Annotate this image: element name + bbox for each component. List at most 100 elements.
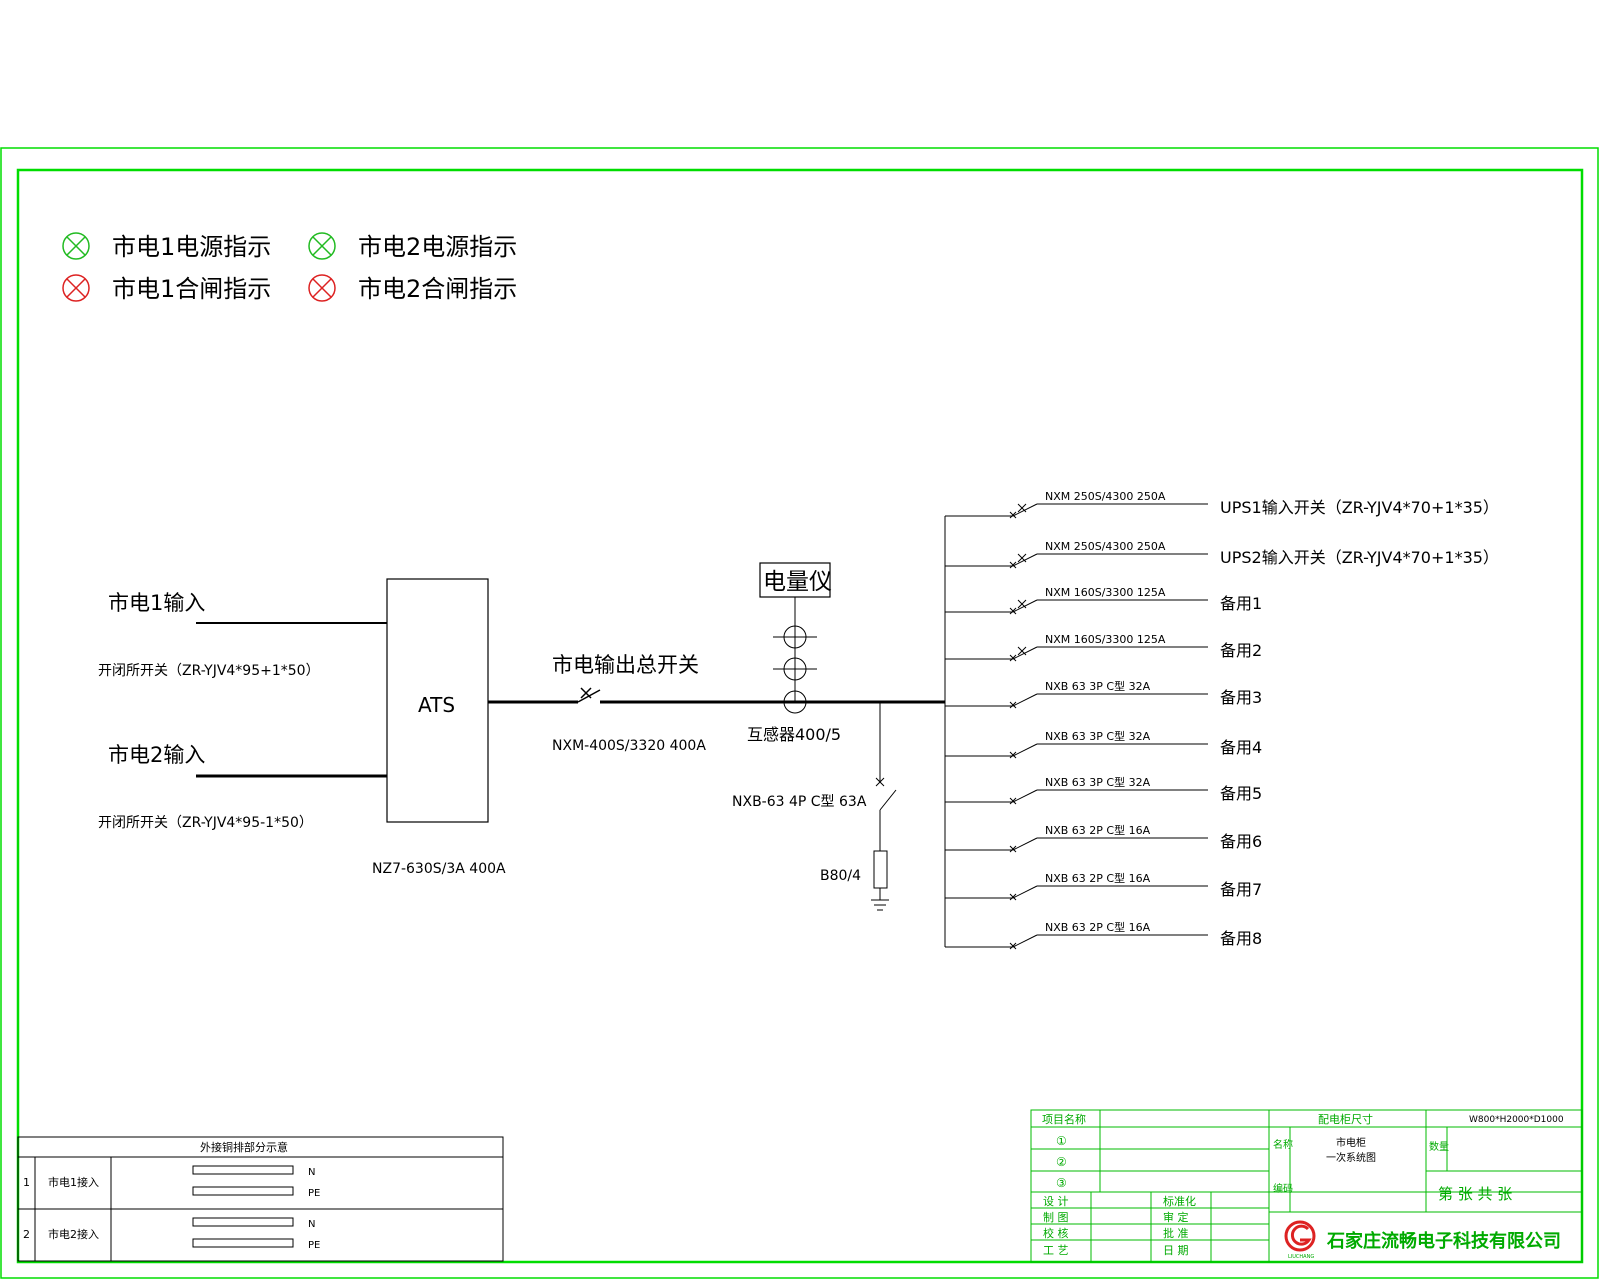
feeder-breaker-symbol [1009, 885, 1038, 901]
feeder-breaker-model: NXB 63 2P C型 16A [1045, 871, 1151, 885]
input-cable: 开闭所开关（ZR-YJV4*95-1*50） [98, 815, 313, 831]
feeder-label: 备用6 [1220, 832, 1262, 851]
busbar-pe [192, 1238, 294, 1248]
feeder-breaker-symbol [1009, 693, 1038, 709]
ats-model: NZ7-630S/3A 400A [372, 861, 506, 877]
sheet-label: 第 张 共 张 [1438, 1185, 1512, 1203]
sign-label: 设 计 [1043, 1195, 1069, 1208]
busbar-pe [192, 1186, 294, 1196]
feeder-breaker-model: NXM 250S/4300 250A [1045, 490, 1166, 503]
feeder-label: 备用3 [1220, 688, 1262, 707]
ct-label: 互感器400/5 [747, 725, 841, 744]
feeder-2: NXM 250S/4300 250A UPS2输入开关（ZR-YJV4*70+1*… [945, 540, 1499, 569]
sign-label: 日 期 [1163, 1244, 1189, 1257]
spd-breaker-blade [879, 789, 897, 811]
name-label: 名称 [1273, 1138, 1293, 1151]
main-switch-model: NXM-400S/3320 400A [552, 738, 706, 754]
circle-marker: ① [1056, 1134, 1067, 1148]
busbar-row-no: 2 [23, 1228, 30, 1241]
legend-item-1: 市电1电源指示 [62, 232, 271, 261]
input-label: 市电1输入 [108, 591, 205, 615]
quantity-label: 数量 [1429, 1140, 1449, 1153]
cabinet-size-label: 配电柜尺寸 [1318, 1112, 1373, 1126]
feeder-breaker-model: NXB 63 3P C型 32A [1045, 729, 1151, 743]
feeder-breaker-symbol [1009, 934, 1038, 950]
feeder-1: NXM 250S/4300 250AUPS1输入开关（ZR-YJV4*70+1*… [945, 490, 1499, 519]
legend-item-4: 市电2合闸指示 [308, 274, 517, 303]
feeder-4: NXM 160S/3300 125A 备用2 [945, 633, 1262, 662]
legend-label: 市电2电源指示 [358, 233, 517, 261]
feeder-label: UPS2输入开关（ZR-YJV4*70+1*35） [1220, 548, 1499, 567]
busbar-table-title: 外接铜排部分示意 [200, 1140, 288, 1154]
legend-label: 市电2合闸指示 [358, 275, 517, 303]
indicator-lamp-icon [308, 232, 336, 260]
feeder-breaker-model: NXM 250S/4300 250A [1045, 540, 1166, 553]
feeder-breaker-model: NXM 160S/3300 125A [1045, 586, 1166, 599]
feeder-label: 备用2 [1220, 641, 1262, 660]
sign-label: 工 艺 [1043, 1244, 1069, 1257]
main-switch-label: 市电输出总开关 [552, 653, 699, 677]
ats-unit: ATS NZ7-630S/3A 400A [372, 578, 506, 877]
sign-label: 制 图 [1043, 1211, 1069, 1224]
meter-label: 电量仪 [763, 569, 832, 595]
surge-protector-branch [871, 702, 897, 911]
feeder-breaker-symbol [1009, 837, 1038, 853]
feeder-breaker-symbol [1009, 553, 1038, 569]
busbar-row-name: 市电2接入 [48, 1227, 99, 1241]
busbar-row-no: 1 [23, 1176, 30, 1189]
busbar-row-name: 市电1接入 [48, 1175, 99, 1189]
feeder-10: NXB 63 2P C型 16A 备用8 [945, 920, 1262, 950]
main-breaker-symbol [577, 687, 601, 703]
input-1: 市电1输入 开闭所开关（ZR-YJV4*95+1*50） [98, 591, 387, 679]
feeder-breaker-model: NXB 63 2P C型 16A [1045, 920, 1151, 934]
feeder-breaker-symbol [1009, 599, 1038, 615]
sign-label: 标准化 [1163, 1194, 1196, 1208]
feeder-label: 备用7 [1220, 880, 1262, 899]
project-name-label: 项目名称 [1042, 1112, 1086, 1126]
sign-label: 审 定 [1163, 1210, 1189, 1224]
busbar-label: PE [308, 1188, 320, 1199]
company-name: 石家庄流畅电子科技有限公司 [1326, 1230, 1561, 1252]
feeder-label: 备用8 [1220, 929, 1262, 948]
sign-label: 校 核 [1043, 1226, 1069, 1240]
logo-text: LIUCHANG [1288, 1254, 1314, 1260]
feeder-breaker-symbol [1009, 743, 1038, 759]
company-logo-icon: LIUCHANG [1284, 1220, 1316, 1260]
inner-frame [16, 168, 1584, 1264]
sign-label: 批 准 [1163, 1226, 1189, 1240]
cabinet-size: W800*H2000*D1000 [1469, 1115, 1564, 1125]
code-label: 编码 [1273, 1182, 1293, 1195]
indicator-lamp-icon [62, 232, 90, 260]
feeder-breaker-symbol [1009, 789, 1038, 805]
legend-label: 市电1合闸指示 [112, 275, 271, 303]
arrester-icon [873, 850, 888, 889]
legend-item-3: 市电1合闸指示 [62, 274, 271, 303]
busbar-label: N [308, 1167, 315, 1178]
spd-breaker-model: NXB-63 4P C型 63A [732, 794, 867, 810]
title-block-grid [1030, 1109, 1583, 1263]
indicator-lamp-icon [308, 274, 336, 302]
busbar-n [192, 1165, 294, 1175]
indicator-lamp-icon [62, 274, 90, 302]
legend: 市电1电源指示 市电2电源指示 市电1合闸指示 市电2合闸指示 [62, 232, 517, 303]
feeder-group: NXM 250S/4300 250AUPS1输入开关（ZR-YJV4*70+1*… [945, 490, 1499, 950]
feeder-breaker-model: NXB 63 2P C型 16A [1045, 823, 1151, 837]
feeder-breaker-model: NXB 63 3P C型 32A [1045, 775, 1151, 789]
feeder-9: NXB 63 2P C型 16A 备用7 [945, 871, 1262, 901]
outer-frame [0, 147, 1599, 1279]
feeder-label: 备用1 [1220, 594, 1262, 613]
busbar-label: N [308, 1219, 315, 1230]
legend-item-2: 市电2电源指示 [308, 232, 517, 261]
drawing-name-1: 市电柜 [1336, 1136, 1366, 1149]
feeder-7: NXB 63 3P C型 32A 备用5 [945, 775, 1262, 805]
drawing-name-2: 一次系统图 [1326, 1151, 1376, 1164]
feeder-label: 备用5 [1220, 784, 1262, 803]
feeder-breaker-symbol [1009, 503, 1038, 519]
feeder-3: NXM 160S/3300 125A 备用1 [945, 586, 1262, 615]
feeder-8: NXB 63 2P C型 16A 备用6 [945, 823, 1262, 853]
feeder-breaker-model: NXM 160S/3300 125A [1045, 633, 1166, 646]
input-2: 市电2输入 开闭所开关（ZR-YJV4*95-1*50） [98, 743, 387, 831]
